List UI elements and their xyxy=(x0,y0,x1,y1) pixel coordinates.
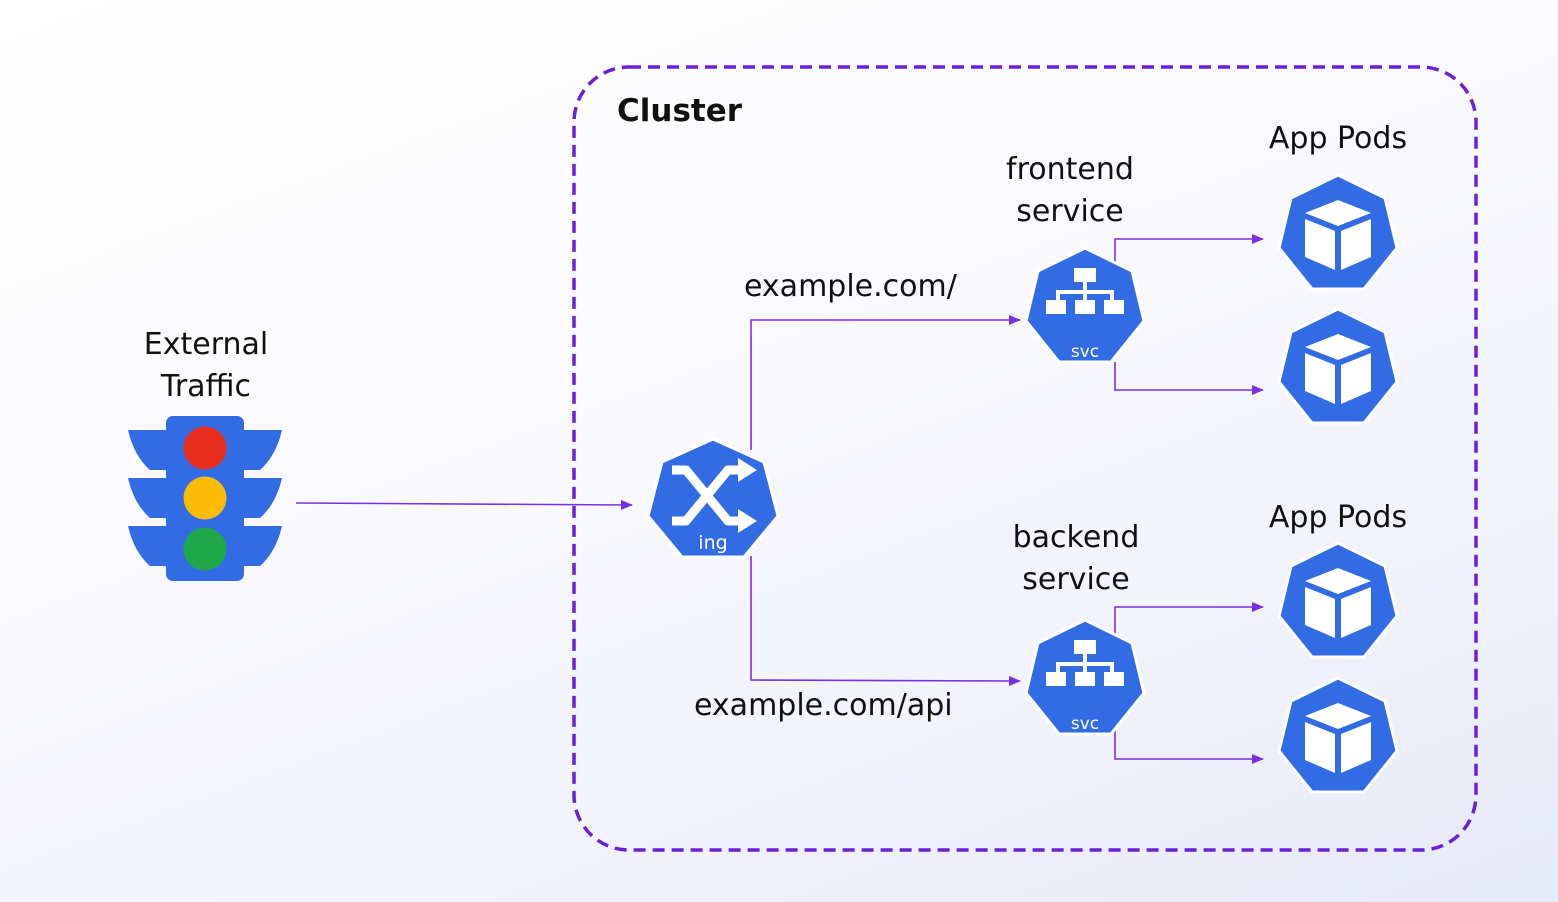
frontend-route-label: example.com/ xyxy=(744,269,957,304)
cluster-title: Cluster xyxy=(617,93,743,129)
backend-service-line2: service xyxy=(1022,562,1130,597)
backend-route-label: example.com/api xyxy=(694,688,953,723)
pod-icon xyxy=(1277,173,1399,291)
backend-to-pod-3-arrow xyxy=(1114,602,1264,648)
frontend-service-line1: frontend xyxy=(1006,152,1134,187)
external-traffic-label: External Traffic xyxy=(106,324,306,408)
backend-service-icon: svc xyxy=(1024,618,1146,736)
cluster-boundary xyxy=(572,65,1478,852)
frontend-service-label: frontend service xyxy=(970,149,1170,233)
frontend-to-pod-1-arrow xyxy=(1114,234,1264,280)
ingress-to-backend-arrow xyxy=(750,556,1021,686)
backend-service-icon-text: svc xyxy=(1071,714,1099,734)
ingress-to-frontend-arrow xyxy=(750,315,1021,450)
traffic-light-icon xyxy=(128,416,282,581)
pod-icon xyxy=(1277,541,1399,659)
ingress-icon: ing xyxy=(646,437,780,559)
frontend-service-icon: svc xyxy=(1024,246,1146,364)
pod-icon xyxy=(1277,676,1399,794)
traffic-to-ingress-arrow xyxy=(295,499,633,510)
backend-service-line1: backend xyxy=(1012,520,1140,555)
pod-icon xyxy=(1277,307,1399,425)
app-pods-title-top: App Pods xyxy=(1268,121,1408,156)
external-traffic-line1: External xyxy=(143,327,269,362)
frontend-to-pod-2-arrow xyxy=(1114,362,1264,395)
app-pods-title-bottom: App Pods xyxy=(1268,500,1408,535)
external-traffic-line2: Traffic xyxy=(160,369,252,404)
backend-to-pod-4-arrow xyxy=(1114,730,1264,764)
ingress-icon-text: ing xyxy=(698,532,727,554)
frontend-service-line2: service xyxy=(1016,194,1124,229)
frontend-service-icon-text: svc xyxy=(1071,342,1099,362)
backend-service-label: backend service xyxy=(976,517,1176,601)
